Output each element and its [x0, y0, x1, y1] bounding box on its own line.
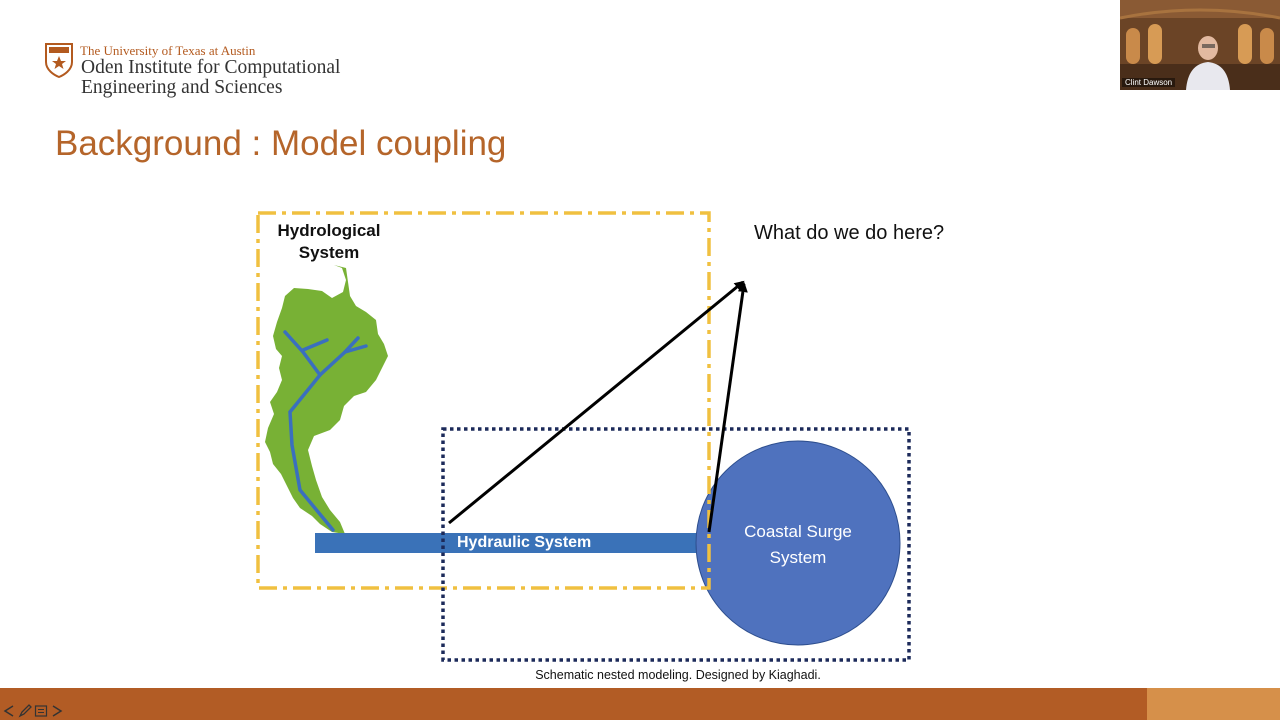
coastal-surge-label: Coastal Surge System: [744, 522, 852, 567]
ut-shield-icon: [45, 43, 73, 78]
hydraulic-system-label: Hydraulic System: [457, 534, 592, 551]
menu-icon[interactable]: [34, 704, 48, 718]
nav-next-icon[interactable]: [50, 704, 64, 718]
arrow-hydraulic-to-question: [448, 280, 745, 525]
oden-logo: The University of Texas at Austin Oden I…: [44, 42, 384, 102]
video-background: [1120, 0, 1280, 90]
participant-video[interactable]: Clint Dawson: [1120, 0, 1280, 90]
slide-title: Background : Model coupling: [55, 124, 507, 163]
slideshow-controls: [2, 704, 64, 718]
participant-name: Clint Dawson: [1122, 78, 1176, 87]
institute-name-line1: Oden Institute for Computational: [81, 57, 341, 78]
hydrological-system-label: Hydrological System: [277, 221, 381, 262]
institute-name-line2: Engineering and Sciences: [81, 77, 283, 98]
arrow-coastal-to-question: [707, 282, 748, 533]
university-name: The University of Texas at Austin: [80, 43, 256, 58]
nav-prev-icon[interactable]: [2, 704, 16, 718]
river-network: [283, 330, 368, 532]
figure-caption: Schematic nested modeling. Designed by K…: [535, 668, 821, 682]
footer-accent: [1147, 688, 1280, 720]
watershed-shape: [265, 265, 388, 534]
coastal-surge-circle: [695, 440, 901, 646]
pen-icon[interactable]: [18, 704, 32, 718]
coastal-system-box: [441, 427, 911, 662]
hydrological-system-box: [256, 211, 711, 590]
question-text: What do we do here?: [754, 222, 945, 244]
footer-bar: [0, 688, 1147, 720]
hydraulic-channel: [315, 533, 697, 553]
